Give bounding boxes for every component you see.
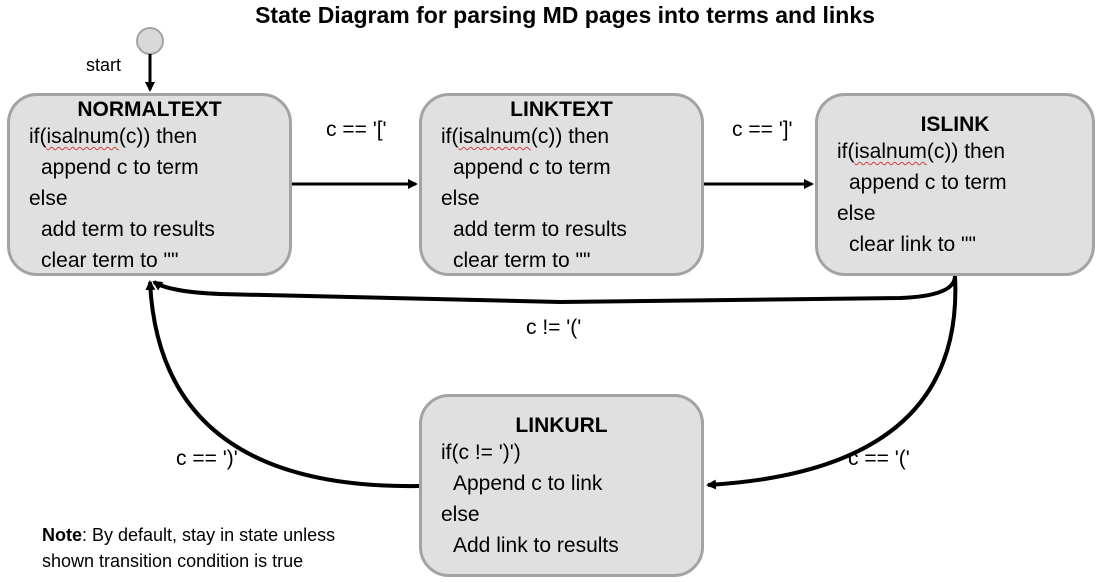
state-name: LINKTEXT: [510, 98, 613, 121]
state-line: else: [29, 187, 68, 210]
state-name: NORMALTEXT: [77, 98, 222, 121]
state-line: Add link to results: [453, 534, 619, 557]
state-islink: ISLINK if(isalnum(c)) then append c to t…: [815, 93, 1095, 276]
start-label: start: [86, 55, 122, 75]
state-name: LINKURL: [515, 414, 608, 437]
state-line: else: [837, 202, 876, 225]
state-linkurl: LINKURL if(c != ')') Append c to link el…: [419, 394, 704, 577]
state-line: if(c != ')'): [441, 441, 521, 464]
note: Note: By default, stay in state unless s…: [42, 522, 335, 574]
edge-islink-to-linkurl: [706, 275, 958, 490]
transition-label: c == '(': [848, 447, 910, 470]
state-line: add term to results: [453, 218, 627, 241]
note-text: : By default, stay in state unless: [82, 525, 336, 545]
note-label: Note: [42, 525, 82, 545]
edge-islink-to-normal: [152, 275, 957, 305]
state-name: ISLINK: [920, 113, 990, 136]
state-line: if(isalnum(c)) then: [29, 125, 198, 148]
state-line: else: [441, 187, 480, 210]
state-line: clear term to "": [41, 249, 179, 272]
state-line: append c to term: [453, 156, 611, 179]
start-node: [136, 27, 164, 55]
state-line: clear term to "": [453, 249, 591, 272]
diagram-title: State Diagram for parsing MD pages into …: [255, 2, 875, 28]
transition-label: c == ']': [732, 118, 793, 141]
state-normaltext: NORMALTEXT if(isalnum(c)) then append c …: [7, 93, 292, 276]
state-line: else: [441, 503, 480, 526]
state-line: append c to term: [849, 171, 1007, 194]
state-line: add term to results: [41, 218, 215, 241]
transition-label: c == ')': [176, 447, 238, 470]
state-linktext: LINKTEXT if(isalnum(c)) then append c to…: [419, 93, 704, 276]
state-line: clear link to "": [849, 233, 976, 256]
note-text-2: shown transition condition is true: [42, 551, 304, 571]
state-line: Append c to link: [453, 472, 603, 495]
transition-label: c == '[': [326, 118, 387, 141]
transition-label: c != '(': [526, 316, 582, 339]
edge-linkurl-to-normal: [145, 280, 421, 489]
state-line: if(isalnum(c)) then: [837, 140, 1006, 163]
state-line: append c to term: [41, 156, 199, 179]
state-line: if(isalnum(c)) then: [441, 125, 610, 148]
